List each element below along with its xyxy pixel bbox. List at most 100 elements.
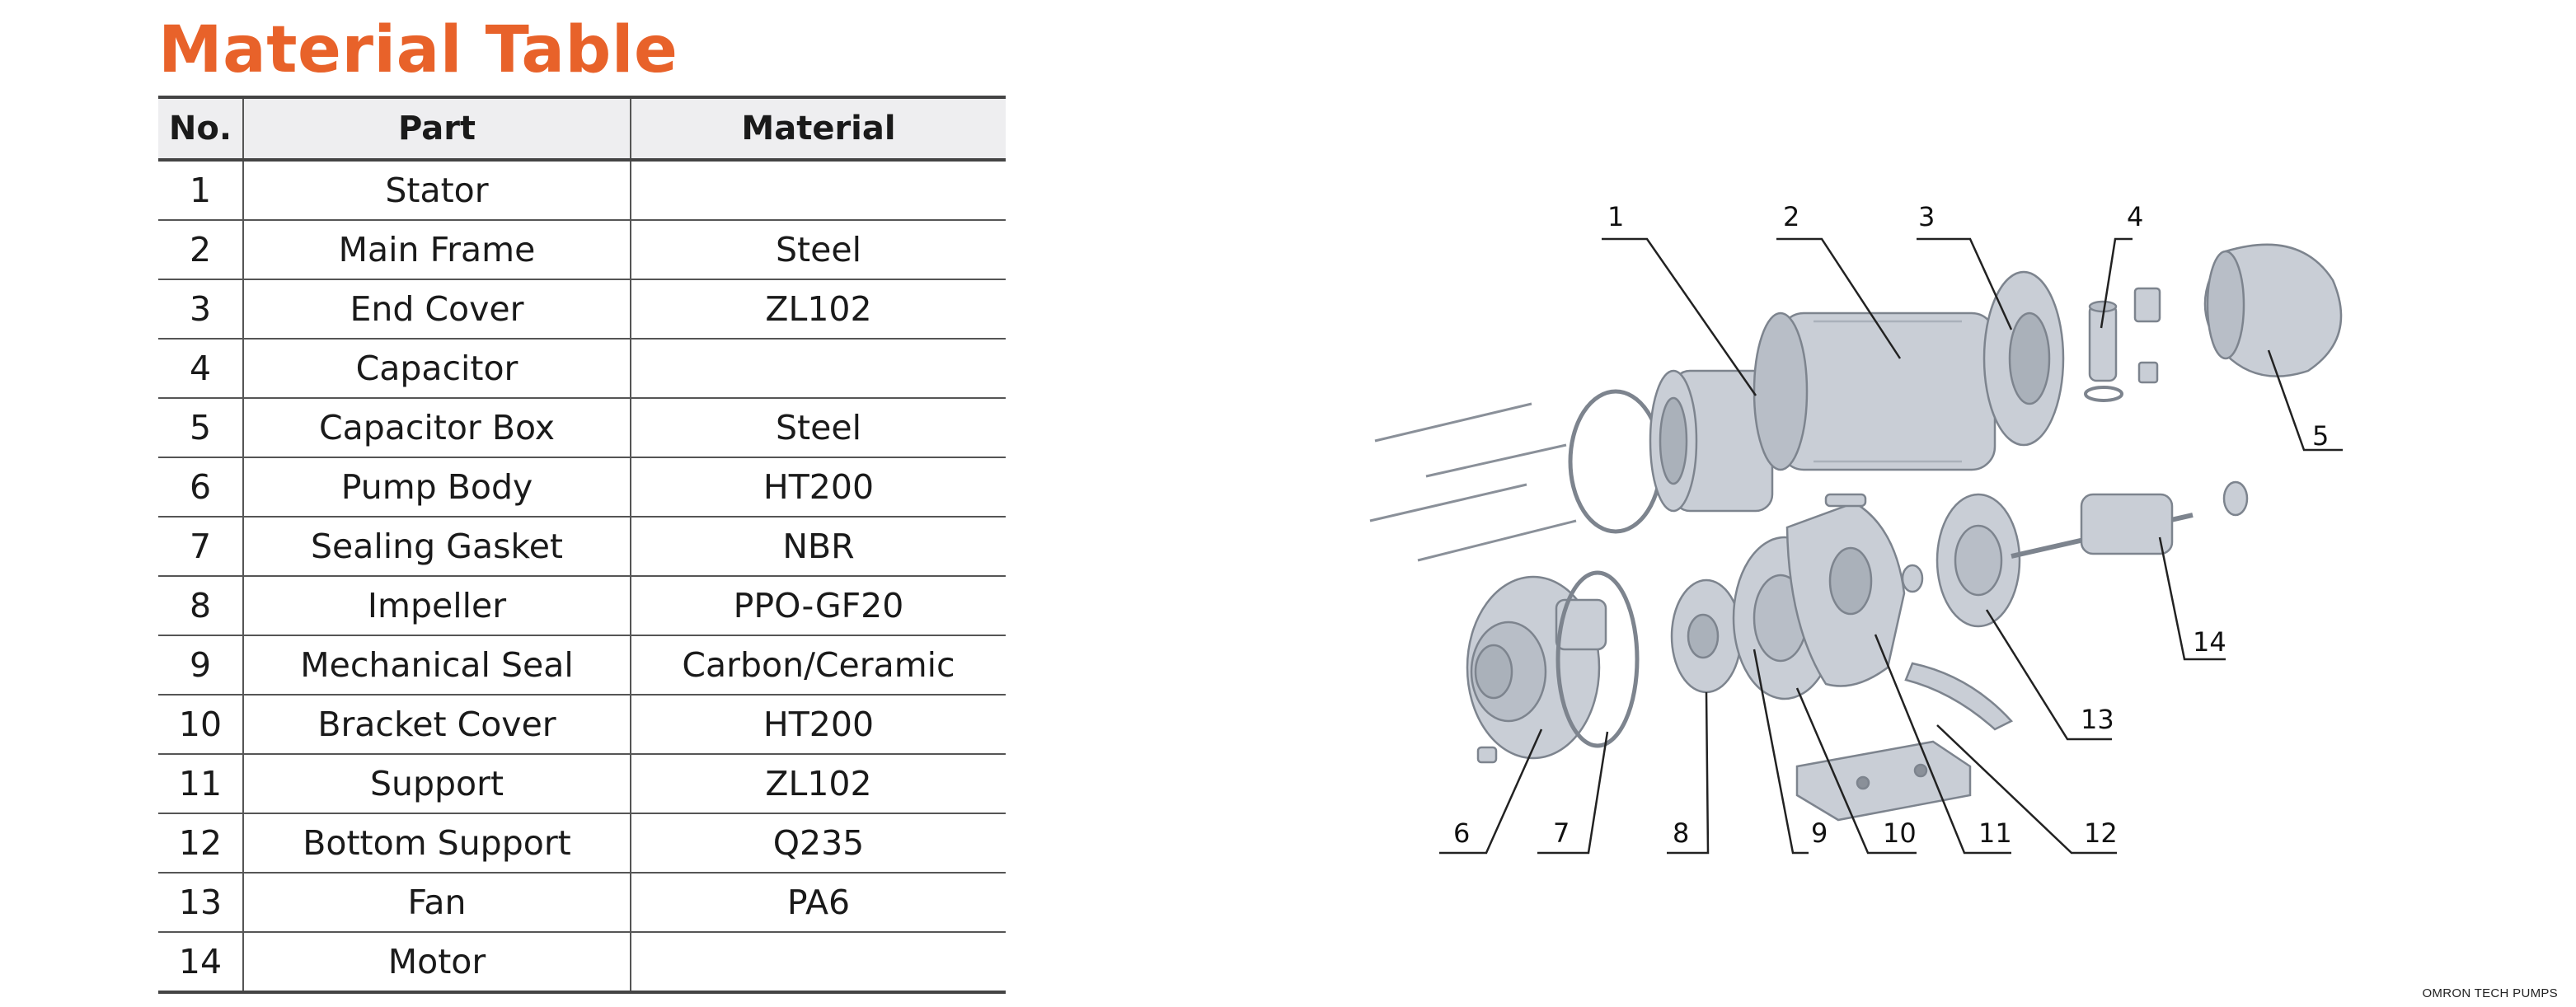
leader-10 [1795,687,1917,855]
callout-9: 9 [1811,817,1828,849]
footer-brand: OMRON TECH PUMPS [2422,986,2558,1000]
leader-14 [2158,536,2226,661]
cell-material [631,339,1006,399]
cell-material [631,932,1006,994]
support [1785,493,1906,687]
exploded-pump-diagram: 1 2 3 4 5 6 7 8 9 10 11 12 13 14 [1369,201,2343,855]
cell-material: Steel [631,220,1006,280]
callout-14: 14 [2193,626,2226,658]
callout-1: 1 [1607,201,1624,232]
cell-material [631,160,1006,221]
header-material: Material [631,96,1006,162]
cell-no: 4 [158,339,244,399]
callout-12: 12 [2084,817,2118,849]
pump-body [1466,575,1607,764]
callout-5: 5 [2312,420,2329,452]
impeller [1670,578,1743,694]
cell-no: 14 [158,932,244,994]
cell-part: Motor [243,932,631,994]
callout-10: 10 [1883,817,1917,849]
cell-no: 7 [158,517,244,577]
cell-material: PPO-GF20 [631,576,1006,636]
leader-5 [2267,349,2343,452]
cell-no: 3 [158,279,244,340]
cell-no: 13 [158,873,244,933]
main-frame [1753,311,1997,471]
sealing-gasket [1555,570,1640,748]
header-no: No. [158,96,244,162]
callout-11: 11 [1978,817,2012,849]
cell-part: Bottom Support [243,813,631,874]
cell-part: Capacitor [243,339,631,399]
cell-part: End Cover [243,279,631,340]
cell-no: 9 [158,635,244,696]
callout-2: 2 [1783,201,1799,232]
leader-12 [1936,724,2117,855]
callout-13: 13 [2081,704,2114,735]
leader-3 [1917,237,2013,330]
cell-material: ZL102 [631,754,1006,814]
cell-part: Capacitor Box [243,398,631,458]
cell-material: HT200 [631,457,1006,518]
cell-no: 8 [158,576,244,636]
cell-part: Stator [243,160,631,221]
cell-part: Fan [243,873,631,933]
cell-no: 11 [158,754,244,814]
cell-part: Pump Body [243,457,631,518]
leader-1 [1602,237,1757,396]
cell-no: 2 [158,220,244,280]
cell-part: Sealing Gasket [243,517,631,577]
table-header-row: No. Part Material [158,96,1006,162]
cell-no: 10 [158,695,244,755]
cell-material: Steel [631,398,1006,458]
capacitor [2084,287,2161,402]
gasket-ring [1568,389,1663,534]
leader-2 [1776,237,1902,359]
cell-no: 5 [158,398,244,458]
cell-material: PA6 [631,873,1006,933]
capacitor-box [2203,243,2343,377]
callout-3: 3 [1918,201,1935,232]
cell-material: ZL102 [631,279,1006,340]
callout-8: 8 [1673,817,1689,849]
leader-9 [1753,649,1809,855]
bearing [1901,564,1924,593]
cell-part: Impeller [243,576,631,636]
leader-13 [1985,609,2112,741]
cell-no: 6 [158,457,244,518]
leader-8 [1667,691,1710,855]
cell-part: Mechanical Seal [243,635,631,696]
callout-4: 4 [2127,201,2143,232]
fan [1936,493,2021,628]
leader-7 [1537,731,1609,855]
callout-6: 6 [1453,817,1470,849]
page-title: Material Table [158,13,678,87]
leader-11 [1874,634,2011,855]
cell-no: 1 [158,160,244,221]
callout-7: 7 [1553,817,1570,849]
through-bolts [1369,402,1577,562]
leader-4 [2100,237,2133,329]
cell-part: Bracket Cover [243,695,631,755]
header-part: Part [243,96,631,162]
leader-6 [1439,728,1543,855]
cell-material: Carbon/Ceramic [631,635,1006,696]
motor-rotor [2011,480,2249,559]
stator [1649,369,1774,513]
cell-part: Support [243,754,631,814]
